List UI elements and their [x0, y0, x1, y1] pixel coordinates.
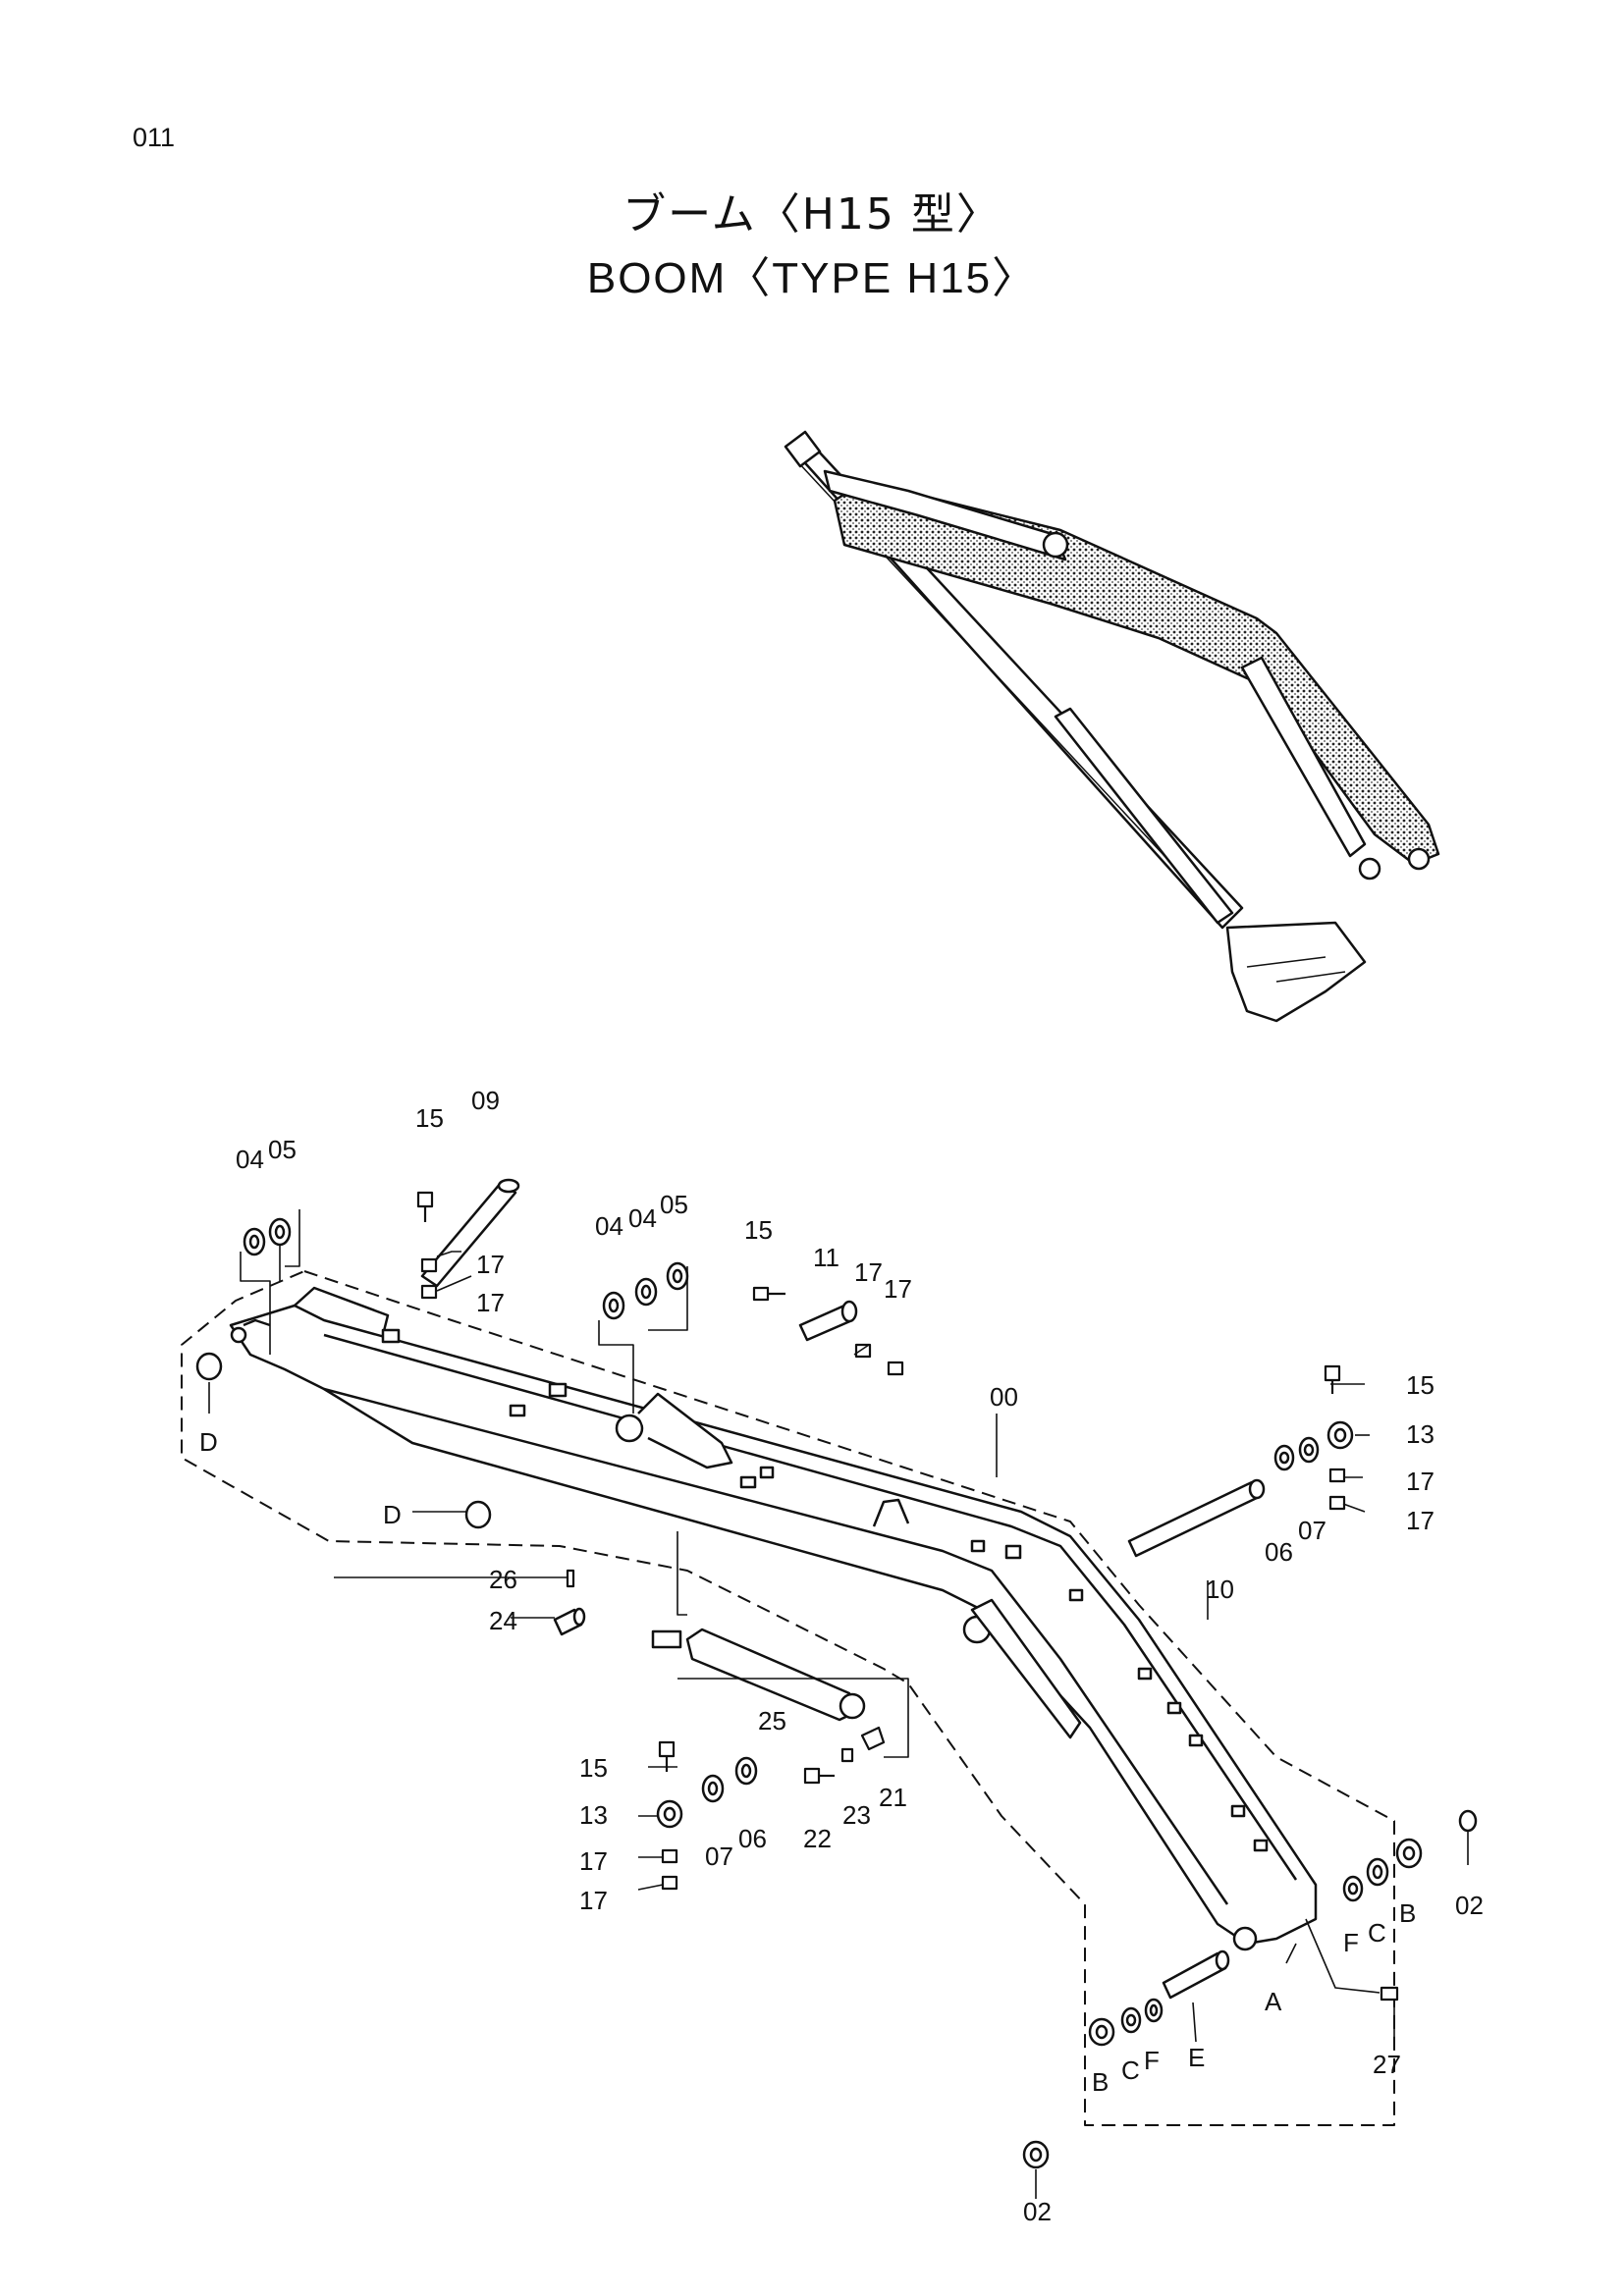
callout-B: B [1399, 1898, 1416, 1928]
pin-11 [798, 1300, 858, 1342]
pin-24 [553, 1607, 586, 1636]
callout-27: 27 [1373, 2050, 1401, 2079]
callout-15: 15 [415, 1103, 444, 1133]
callout-21: 21 [879, 1783, 907, 1812]
callout-D: D [383, 1500, 402, 1529]
pin-E [1162, 1949, 1230, 2000]
callout-labels: 00 02 02 04 05 04 04 05 06 07 06 07 09 1… [199, 1086, 1484, 2226]
bolts-and-nuts [416, 1191, 1399, 2002]
callout-F: F [1343, 1928, 1359, 1957]
callout-C: C [1368, 1918, 1386, 1948]
overview-bucket [1225, 921, 1367, 1023]
callout-B: B [1092, 2067, 1109, 2097]
callout-17: 17 [884, 1274, 912, 1304]
overview-boom-cylinder [1240, 656, 1367, 858]
callout-15: 15 [579, 1753, 608, 1783]
washers [195, 1217, 1478, 2169]
callout-15: 15 [1406, 1370, 1435, 1400]
callout-24: 24 [489, 1606, 517, 1635]
assembly-outline [181, 1270, 1395, 2126]
callout-17: 17 [476, 1250, 505, 1279]
callout-A: A [1265, 1987, 1282, 2016]
callout-25: 25 [758, 1706, 786, 1735]
callout-17: 17 [579, 1846, 608, 1876]
callout-17: 17 [854, 1257, 883, 1287]
callout-06: 06 [1265, 1537, 1293, 1567]
callout-06: 06 [738, 1824, 767, 1853]
callout-E: E [1188, 2043, 1205, 2072]
callout-15: 15 [744, 1215, 773, 1245]
callout-04: 04 [628, 1203, 657, 1233]
callout-10: 10 [1206, 1575, 1234, 1604]
callout-17: 17 [1406, 1506, 1435, 1535]
boom-cylinder-25 [651, 1628, 866, 1722]
callout-23: 23 [842, 1800, 871, 1830]
callout-02: 02 [1023, 2197, 1052, 2226]
title-english: BOOM〈TYPE H15〉 [586, 254, 1038, 302]
overview-arm-cylinder [823, 469, 1067, 561]
title-japanese: ブーム〈H15 型〉 [623, 189, 1001, 240]
callout-02: 02 [1455, 1891, 1484, 1920]
leader-lines [208, 1209, 1469, 2199]
callout-11: 11 [813, 1243, 839, 1272]
callout-17: 17 [579, 1886, 608, 1915]
page-number: 011 [133, 123, 176, 152]
callout-07: 07 [1298, 1516, 1326, 1545]
callout-04: 04 [236, 1145, 264, 1174]
overview-illustration [784, 430, 1440, 1023]
pin-10 [1127, 1478, 1266, 1558]
callout-05: 05 [660, 1190, 688, 1219]
callout-22: 22 [803, 1824, 832, 1853]
callout-D: D [199, 1427, 218, 1457]
callout-04: 04 [595, 1211, 623, 1241]
callout-26: 26 [489, 1565, 517, 1594]
callout-09: 09 [471, 1086, 500, 1115]
callout-13: 13 [579, 1800, 608, 1830]
callout-05: 05 [268, 1135, 297, 1164]
boom-body [229, 1286, 1318, 1951]
callout-13: 13 [1406, 1419, 1435, 1449]
callout-07: 07 [705, 1842, 733, 1871]
callout-17: 17 [476, 1288, 505, 1317]
callout-F: F [1144, 2046, 1160, 2075]
callout-00: 00 [990, 1382, 1018, 1412]
callout-C: C [1121, 2056, 1140, 2085]
pin-09 [420, 1178, 520, 1288]
exploded-view [181, 1178, 1478, 2199]
callout-17: 17 [1406, 1467, 1435, 1496]
